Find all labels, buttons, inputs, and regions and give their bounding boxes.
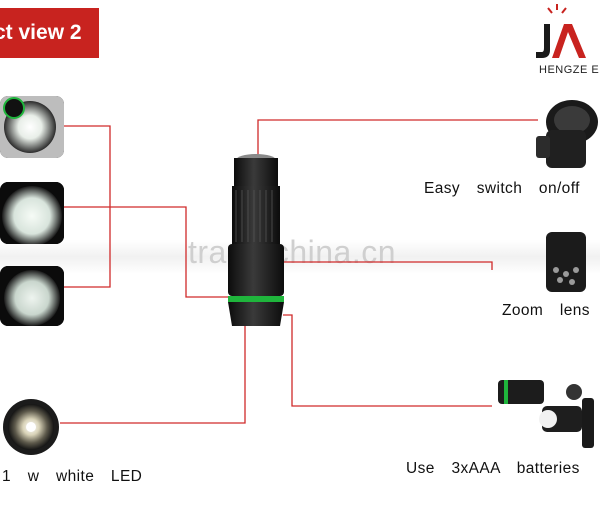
watermark-text: trade.china.cn (188, 234, 397, 270)
beam-spot-photo (0, 96, 64, 158)
switch-photo (532, 96, 600, 172)
product-view-banner: ct view 2 (0, 8, 99, 58)
background-band (0, 240, 600, 274)
beam-flood-photo (0, 182, 64, 244)
label-zoom: Zoom lens (502, 302, 590, 319)
brand-logo (528, 0, 600, 80)
label-switch: Easy switch on/off (424, 180, 580, 197)
label-batteries: Use 3xAAA batteries (406, 460, 580, 477)
label-led: 1 w white LED (2, 468, 143, 485)
banner-title: ct view 2 (0, 21, 82, 44)
flashlight-main-photo (222, 150, 290, 330)
beam-wide-photo (0, 266, 64, 326)
led-photo (2, 398, 60, 456)
zoom-lens-photo (536, 228, 600, 300)
batteries-photo (490, 372, 600, 452)
company-name: HENGZE E (539, 64, 600, 76)
